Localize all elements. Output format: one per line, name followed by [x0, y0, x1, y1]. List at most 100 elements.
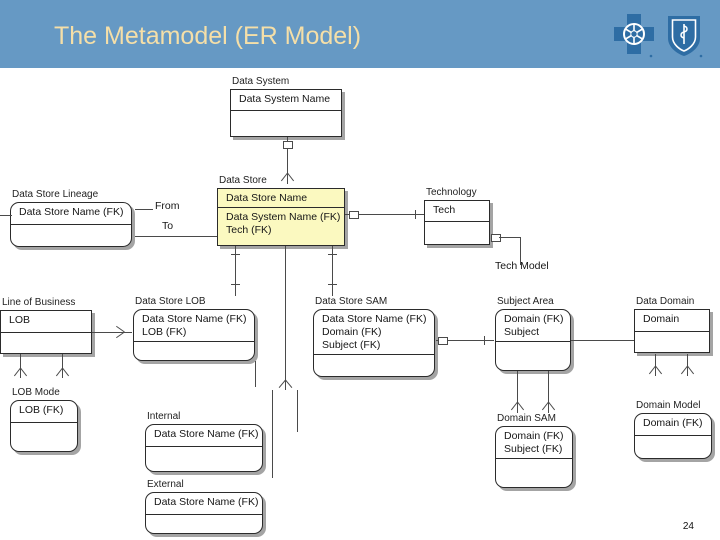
entity-label-line-of-business: Line of Business	[2, 297, 76, 308]
attribute-data-store-name-fk: Data Store Name (FK)	[19, 206, 124, 218]
entity-key-area: LOB (FK)	[11, 401, 77, 423]
attribute-domain: Domain	[643, 313, 680, 325]
crowsfoot-internal-external	[278, 379, 293, 389]
entity-key-area: LOB	[1, 311, 91, 333]
relation-line-datastore-sam	[332, 246, 333, 296]
entity-attr-area	[11, 423, 77, 451]
attribute-lob-fk: LOB (FK)	[142, 326, 187, 338]
entity-key-area: Data Store Name (FK) LOB (FK)	[134, 310, 254, 342]
entity-key-area: Data Store Name (FK) Domain (FK) Subject…	[314, 310, 434, 355]
entity-data-store-lob[interactable]: Data Store LOB Data Store Name (FK) LOB …	[133, 296, 255, 361]
entity-data-store-sam[interactable]: Data Store SAM Data Store Name (FK) Doma…	[313, 296, 435, 377]
relationship-diamond-4	[438, 337, 448, 345]
entity-label-subject-area: Subject Area	[497, 296, 554, 307]
relation-line-techmodel-vertical	[520, 237, 521, 265]
entity-attr-area: Data System Name (FK) Tech (FK)	[218, 208, 344, 245]
entity-attr-area	[146, 447, 262, 471]
crowsfoot-domainsam-1	[510, 401, 525, 411]
attribute-data-store-name-fk: Data Store Name (FK)	[154, 496, 259, 508]
entity-data-system[interactable]: Data System Data System Name	[230, 76, 342, 137]
entity-key-area: Domain (FK)	[635, 414, 711, 436]
entity-label-external: External	[147, 479, 184, 490]
crowsfoot-domainsam-2	[541, 401, 556, 411]
entity-key-area: Domain	[635, 310, 709, 332]
entity-label-lob-mode: LOB Mode	[12, 387, 60, 398]
entity-key-area: Domain (FK) Subject (FK)	[496, 427, 572, 459]
blue-cross-logo	[614, 14, 654, 58]
relation-tick-1	[415, 210, 416, 219]
attribute-domain-fk: Domain (FK)	[504, 313, 564, 325]
entity-key-area: Data Store Name (FK)	[146, 425, 262, 447]
entity-label-data-store-sam: Data Store SAM	[315, 296, 388, 307]
entity-label-tech-model: Tech Model	[495, 260, 549, 272]
relation-line-technology-techmodel	[499, 237, 521, 238]
relation-line-lineage-to	[135, 236, 217, 237]
slide-header-band: The Metamodel (ER Model)	[0, 0, 720, 68]
entity-attr-area	[1, 333, 91, 353]
entity-data-domain[interactable]: Data Domain Domain	[634, 296, 710, 353]
crowsfoot-domainmodel-1	[648, 365, 663, 375]
relation-line-subjectarea-domainsam-1	[517, 371, 518, 413]
entity-key-area: Domain (FK) Subject	[496, 310, 570, 342]
attribute-data-store-name-fk: Data Store Name (FK)	[322, 313, 427, 325]
relation-line-datastorelob-lobmode	[255, 361, 256, 387]
relationship-diamond-1	[283, 141, 293, 149]
logo-group	[614, 14, 706, 58]
entity-label-data-domain: Data Domain	[636, 296, 695, 307]
relation-line-external	[272, 390, 273, 478]
relation-tick-4	[328, 254, 337, 255]
attribute-tech: Tech	[433, 204, 456, 216]
relationship-diamond-2	[349, 211, 359, 219]
relation-line-lob-datastorelob	[92, 332, 132, 333]
relation-tick-5	[328, 284, 337, 285]
relation-line-datastore-internal-external	[285, 246, 286, 390]
attribute-subject-fk: Subject (FK)	[322, 339, 381, 351]
attribute-data-store-name-fk: Data Store Name (FK)	[142, 313, 247, 325]
entity-domain-sam[interactable]: Domain SAM Domain (FK) Subject (FK)	[495, 413, 573, 488]
entity-attr-area	[496, 459, 572, 487]
relation-line-lob-lobmode	[20, 354, 21, 378]
entity-key-area: Data Store Name (FK)	[11, 203, 131, 225]
entity-subject-area[interactable]: Subject Area Domain (FK) Subject	[495, 296, 571, 371]
crowsfoot-lobmode-2	[55, 367, 70, 377]
attribute-tech-fk: Tech (FK)	[226, 224, 272, 236]
entity-attr-area	[146, 515, 262, 533]
relation-line-datadomain-domainmodel-2	[687, 354, 688, 376]
relation-line-datastoresam-subjectarea	[436, 340, 494, 341]
relation-tick-3	[231, 284, 240, 285]
entity-attr-area	[425, 222, 489, 244]
entity-attr-area	[231, 111, 341, 136]
page-number: 24	[682, 521, 694, 532]
entity-key-area: Tech	[425, 201, 489, 222]
entity-domain-model[interactable]: Domain Model Domain (FK)	[634, 400, 712, 459]
attribute-lob: LOB	[9, 314, 31, 326]
entity-technology[interactable]: Technology Tech	[424, 187, 490, 245]
relation-line-datastore-technology	[345, 214, 425, 215]
crowsfoot-datastore	[280, 172, 295, 182]
entity-data-store[interactable]: Data Store Data Store Name Data System N…	[217, 175, 345, 246]
relation-line-lineage-left	[0, 215, 12, 216]
relation-tick-2	[231, 254, 240, 255]
entity-key-area: Data Store Name (FK)	[146, 493, 262, 515]
er-diagram-canvas: Data System Data System Name Data Store …	[0, 68, 720, 540]
entity-internal[interactable]: Internal Data Store Name (FK)	[145, 411, 263, 472]
entity-label-internal: Internal	[147, 411, 181, 422]
attribute-data-system-name: Data System Name	[239, 93, 331, 105]
entity-attr-area	[635, 436, 711, 458]
entity-external[interactable]: External Data Store Name (FK)	[145, 479, 263, 534]
blue-shield-logo	[668, 16, 703, 58]
attribute-subject: Subject	[504, 326, 540, 338]
entity-attr-area	[496, 342, 570, 370]
entity-line-of-business[interactable]: Line of Business LOB	[0, 297, 92, 354]
relation-line-subjectarea-datadomain	[571, 340, 635, 341]
entity-label-data-system: Data System	[232, 76, 290, 87]
entity-label-data-store-lineage: Data Store Lineage	[12, 189, 99, 200]
relation-line-internal	[297, 390, 298, 432]
entity-label-domain-sam: Domain SAM	[497, 413, 556, 424]
entity-data-store-lineage[interactable]: Data Store Lineage Data Store Name (FK)	[10, 189, 132, 247]
relation-line-datasystem-datastore	[287, 137, 288, 184]
entity-lob-mode[interactable]: LOB Mode LOB (FK)	[10, 387, 78, 452]
entity-attr-area	[635, 332, 709, 352]
entity-label-data-store-lob: Data Store LOB	[135, 296, 206, 307]
